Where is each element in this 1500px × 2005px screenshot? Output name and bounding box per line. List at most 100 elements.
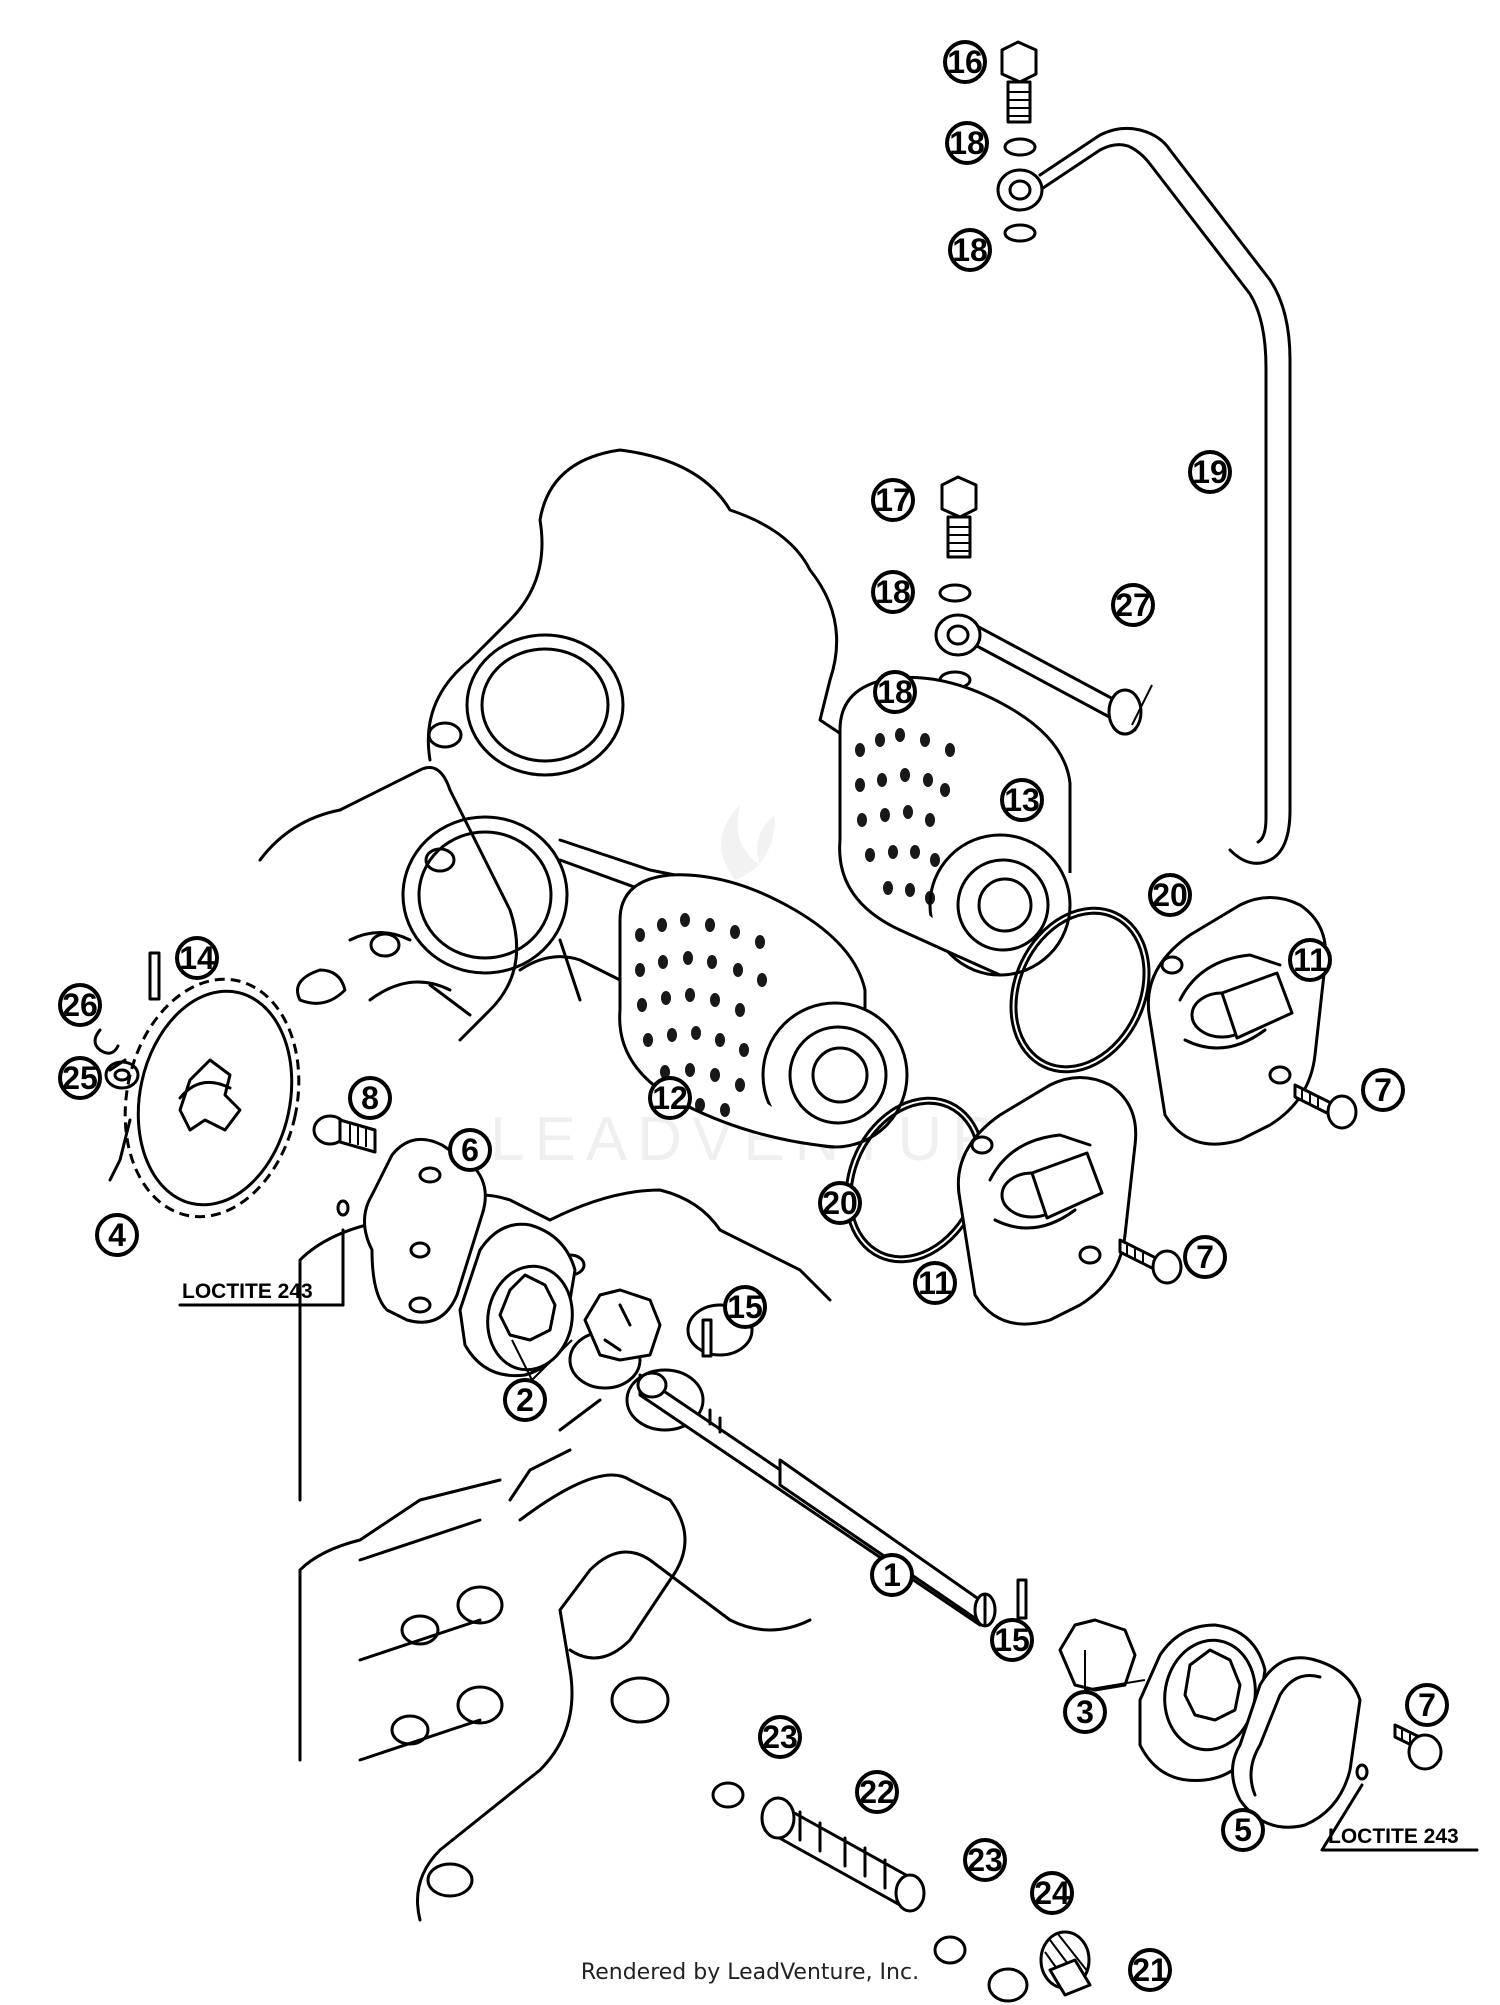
callout-label: 15 [727,1289,763,1325]
part-16-banjo-bolt [1000,40,1038,124]
part-21-plug-screw [1039,1930,1092,1997]
callout-label: 12 [652,1080,688,1116]
part-13-oil-filter [838,675,1072,977]
callout-24: 24 [1030,1871,1074,1915]
callout-label: 22 [859,1774,895,1810]
callout-21: 21 [1128,1948,1172,1992]
callout-label: 3 [1076,1694,1094,1730]
callout-1: 1 [870,1553,914,1597]
callout-23-left: 23 [758,1715,802,1759]
loctite-note-right: LOCTITE 243 [1320,1783,1479,1852]
callout-22: 22 [855,1770,899,1814]
part-5-pump-cover [1231,1656,1369,1829]
part-18-washer-top [1003,137,1037,157]
part-15-pin-lower [1016,1578,1028,1620]
callout-7-upper: 7 [1361,1068,1405,1112]
callout-18-c: 18 [871,570,915,614]
callout-label: 5 [1234,1812,1252,1848]
callout-label: 15 [994,1622,1030,1658]
callout-14: 14 [175,936,219,980]
callout-label: 14 [179,940,215,976]
callout-label: 20 [1152,877,1188,913]
part-24-o-ring [987,1967,1029,2003]
callout-6: 6 [448,1128,492,1172]
callout-label: 11 [918,1265,952,1301]
part-8-screw [312,1114,377,1217]
part-11-filter-cover-upper [1146,896,1328,1146]
part-20-o-ring-upper [1009,906,1151,1074]
callout-8: 8 [348,1076,392,1120]
footer-credit: Rendered by LeadVenture, Inc. [580,1960,920,1985]
callout-12: 12 [648,1076,692,1120]
part-18-washer-lower [1003,223,1037,243]
part-15-pin-upper [701,1318,713,1358]
callout-label: 26 [62,987,98,1023]
part-25-washer [104,1060,140,1090]
callout-4: 4 [95,1213,139,1257]
callout-label: 17 [875,482,911,518]
callout-19: 19 [1188,450,1232,494]
callout-label: 19 [1192,454,1228,490]
callout-label: 24 [1034,1875,1070,1911]
callout-label: 18 [952,232,988,268]
callout-5: 5 [1221,1808,1265,1852]
part-1-pump-shaft [636,1371,997,1628]
part-18-washer-mid [938,583,972,603]
part-2-rotor-set [458,1222,662,1378]
callout-18-b: 18 [948,228,992,272]
callout-11-upper: 11 [1288,938,1332,982]
callout-15-upper: 15 [723,1285,767,1329]
callout-26: 26 [58,983,102,1027]
callout-label: 8 [361,1080,379,1116]
callout-label: 13 [1004,782,1040,818]
part-26-clip [93,1028,120,1055]
callout-label: 6 [461,1132,479,1168]
callout-11-lower: 11 [913,1261,957,1305]
loctite-note-left: LOCTITE 243 [178,1228,345,1307]
callout-label: 20 [822,1185,858,1221]
upper-engine-case [258,448,882,1042]
part-23-o-ring-right [933,1935,967,1965]
callout-25: 25 [58,1056,102,1100]
callout-label: 11 [1293,942,1327,978]
callout-label: 7 [1374,1072,1392,1108]
callout-20-upper: 20 [1148,873,1192,917]
lower-engine-case [298,1188,832,1922]
callout-label: 4 [108,1217,126,1253]
callout-15-lower: 15 [990,1618,1034,1662]
callout-label: 23 [967,1842,1003,1878]
loctite-label-left: LOCTITE 243 [182,1280,313,1303]
callout-7-mid: 7 [1183,1235,1227,1279]
part-6-pump-cover [363,1137,487,1324]
part-19-oil-line [996,126,1292,865]
watermark-flame-icon [721,805,775,880]
callout-label: 21 [1132,1952,1168,1988]
callout-label: 16 [947,44,983,80]
callout-label: 23 [762,1719,798,1755]
part-7-screw-lower [1393,1723,1443,1771]
loctite-label-right: LOCTITE 243 [1328,1825,1459,1848]
callout-label: 1 [883,1557,901,1593]
part-17-banjo-bolt [940,475,978,559]
callout-16: 16 [943,40,987,84]
leader-lines [511,684,1153,1691]
callout-label: 27 [1115,587,1151,623]
callout-label: 18 [949,125,985,161]
callout-7-lower: 7 [1405,1683,1449,1727]
callout-label: 18 [875,574,911,610]
part-4-oil-pump-gear [108,977,301,1219]
part-7-screw-upper [1293,1083,1358,1130]
callout-3: 3 [1063,1690,1107,1734]
callout-18-d: 18 [873,670,917,714]
callout-label: 7 [1196,1239,1214,1275]
callout-label: 25 [62,1060,98,1096]
part-7-screw-mid [1118,1238,1183,1285]
callout-18-a: 18 [945,121,989,165]
callout-23-right: 23 [963,1838,1007,1882]
callout-2: 2 [503,1378,547,1422]
callout-label: 18 [877,674,913,710]
part-23-o-ring-left [711,1781,745,1809]
callout-label: 2 [516,1382,534,1418]
